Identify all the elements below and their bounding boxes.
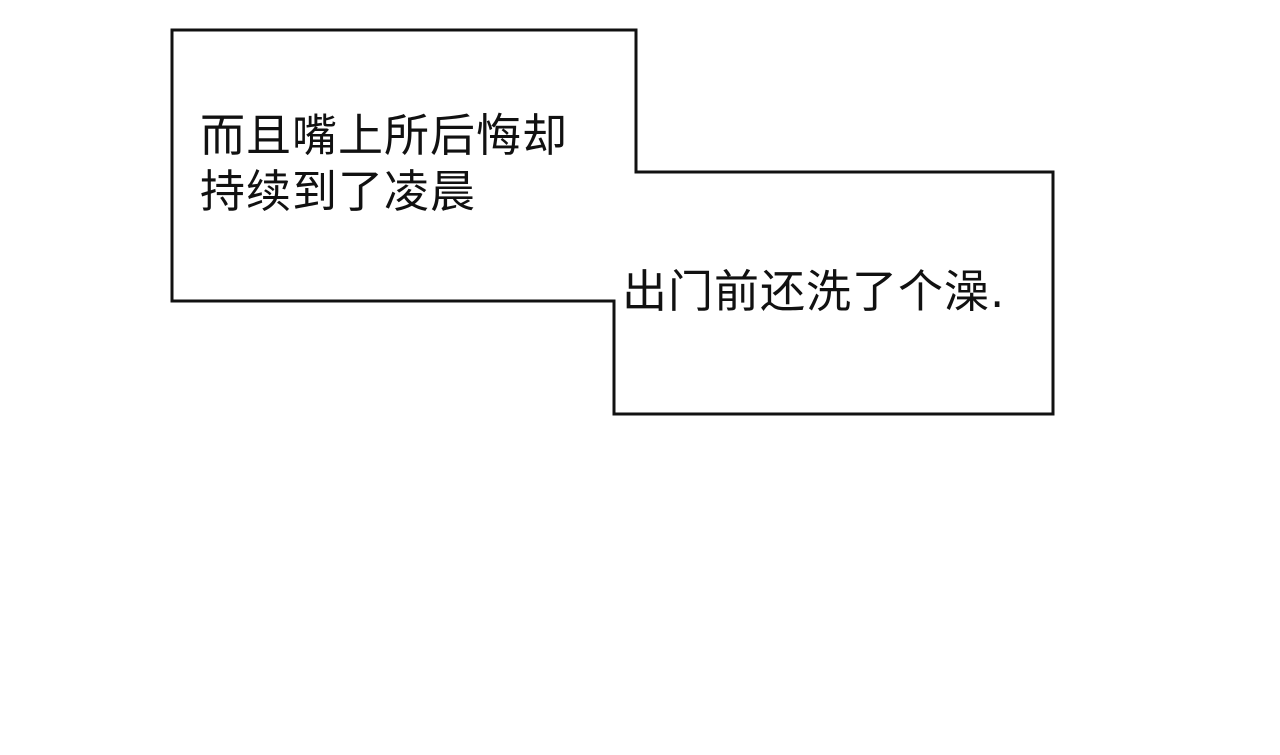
caption-line: 持续到了凌晨	[200, 165, 477, 218]
caption-line: 而且嘴上所后悔却	[200, 109, 569, 162]
caption-text-bottom: 出门前还洗了个澡.	[622, 264, 1005, 320]
caption-box-shape	[170, 28, 1055, 416]
caption-text-top: 而且嘴上所后悔却 持续到了凌晨	[200, 108, 568, 220]
caption-line: 出门前还洗了个澡.	[622, 265, 1006, 318]
